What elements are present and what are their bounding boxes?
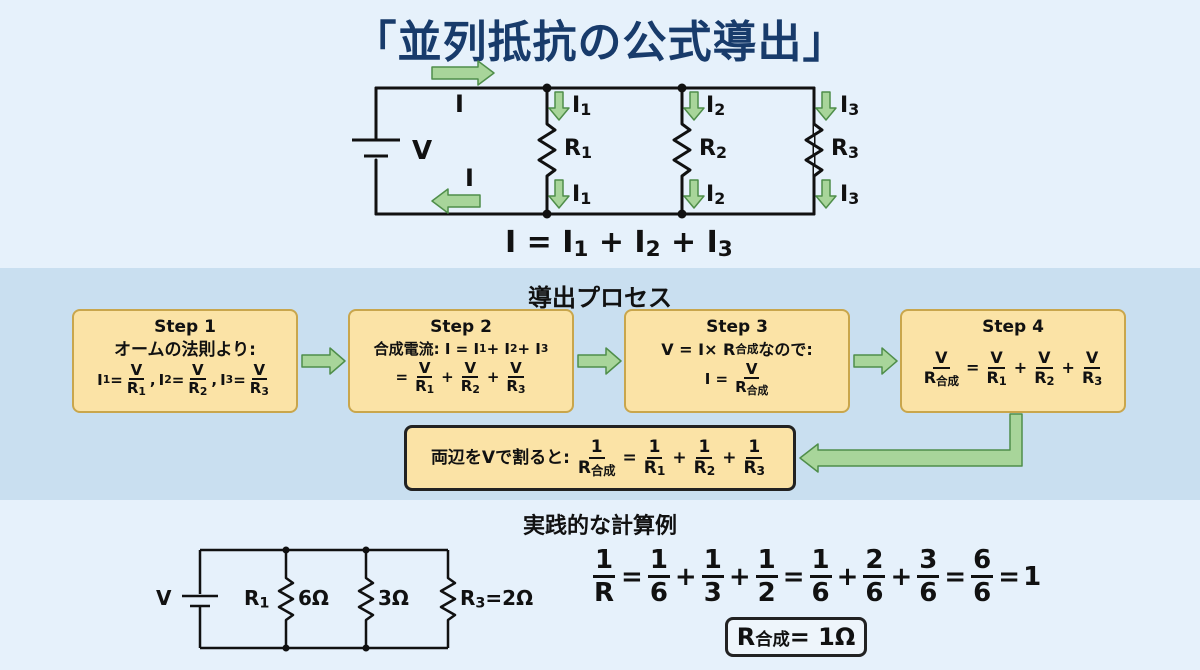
branch2-current-top: I2 [706,93,726,119]
step-arrow-2 [577,347,622,375]
branch1-resistor-label: R1 [564,136,592,162]
battery-label: V [412,136,433,166]
example-title: 実践的な計算例 [522,514,677,539]
example-battery [182,594,218,608]
example-r2-value: 3Ω [378,586,409,610]
current-label-bottom: I [465,164,474,192]
step-2-heading: Step 2 [430,317,492,337]
example-battery-label: V [156,586,172,610]
current-arrow-left [431,188,481,214]
branch2-current-bottom: I2 [706,182,726,208]
top-section [0,0,1200,268]
current-arrow-down-3a [815,91,837,121]
branch3-current-top: I3 [840,93,860,119]
example-junctions [282,546,370,652]
branch2-resistor-label: R2 [699,136,727,162]
example-r1-label: R1 [244,586,270,612]
current-arrow-down-1a [548,91,570,121]
process-title: 導出プロセス [528,284,672,312]
step-4-heading: Step 4 [982,317,1044,337]
example-r1-value: 6Ω [298,586,329,610]
battery-symbol [352,138,400,158]
current-arrow-down-2a [683,91,705,121]
branch3-resistor-label: R3 [831,136,859,162]
page-title: 「並列抵抗の公式導出」 [352,17,848,68]
junction-dots [542,83,687,219]
example-r3-label: R3=2Ω [460,586,534,612]
example-branch3 [439,550,457,648]
step-1-heading: Step 1 [154,317,216,337]
branch1-current-top: I1 [572,93,592,119]
current-label-top: I [455,90,464,118]
step-3-heading: Step 3 [706,317,768,337]
current-arrow-down-3b [815,179,837,209]
step-1-line1: オームの法則より: [114,340,256,360]
branch3-current-bottom: I3 [840,182,860,208]
branch3-resistor [804,122,824,178]
branch1-current-bottom: I1 [572,182,592,208]
step-arrow-3 [853,347,898,375]
branch2-wire [672,86,692,216]
example-branch2 [357,550,375,648]
current-sum-equation: I = I1 + I2 + I3 [505,225,733,262]
current-arrow-down-2b [683,179,705,209]
final-arrow [799,413,1023,473]
current-arrow-down-1b [548,179,570,209]
step-arrow-1 [301,347,346,375]
example-branch1 [277,550,295,648]
current-arrow-right [431,60,495,86]
branch1-wire [537,86,557,216]
